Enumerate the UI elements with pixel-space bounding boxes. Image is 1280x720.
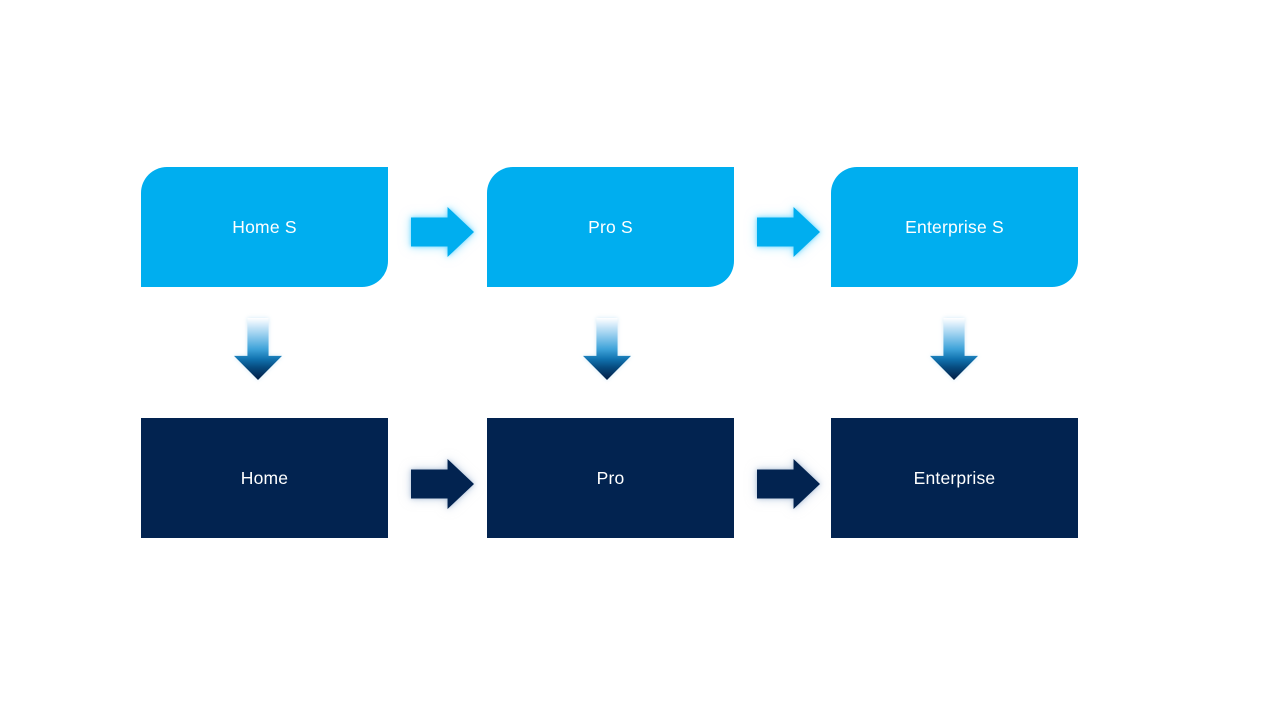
right-arrow-icon [757,207,820,257]
down-arrow-icon [930,318,978,380]
right-arrow-icon [411,207,474,257]
box-enterprise-s: Enterprise S [831,167,1078,287]
box-pro-s: Pro S [487,167,734,287]
down-arrow-icon [583,318,631,380]
box-home: Home [141,418,388,538]
box-home-s-label: Home S [232,216,297,237]
down-arrow-shape [234,318,282,380]
box-pro-s-label: Pro S [588,216,633,237]
down-arrow-shape [583,318,631,380]
box-enterprise-label: Enterprise [913,467,996,488]
box-pro-label: Pro [596,467,625,488]
box-home-label: Home [240,467,289,488]
box-home-s: Home S [141,167,388,287]
right-arrow-icon [411,459,474,509]
right-arrow-shape [411,459,474,509]
right-arrow-shape [757,207,820,257]
down-arrow-icon [234,318,282,380]
down-arrow-shape [930,318,978,380]
right-arrow-shape [411,207,474,257]
box-pro: Pro [487,418,734,538]
right-arrow-shape [757,459,820,509]
box-enterprise: Enterprise [831,418,1078,538]
right-arrow-icon [757,459,820,509]
box-enterprise-s-label: Enterprise S [905,216,1004,237]
